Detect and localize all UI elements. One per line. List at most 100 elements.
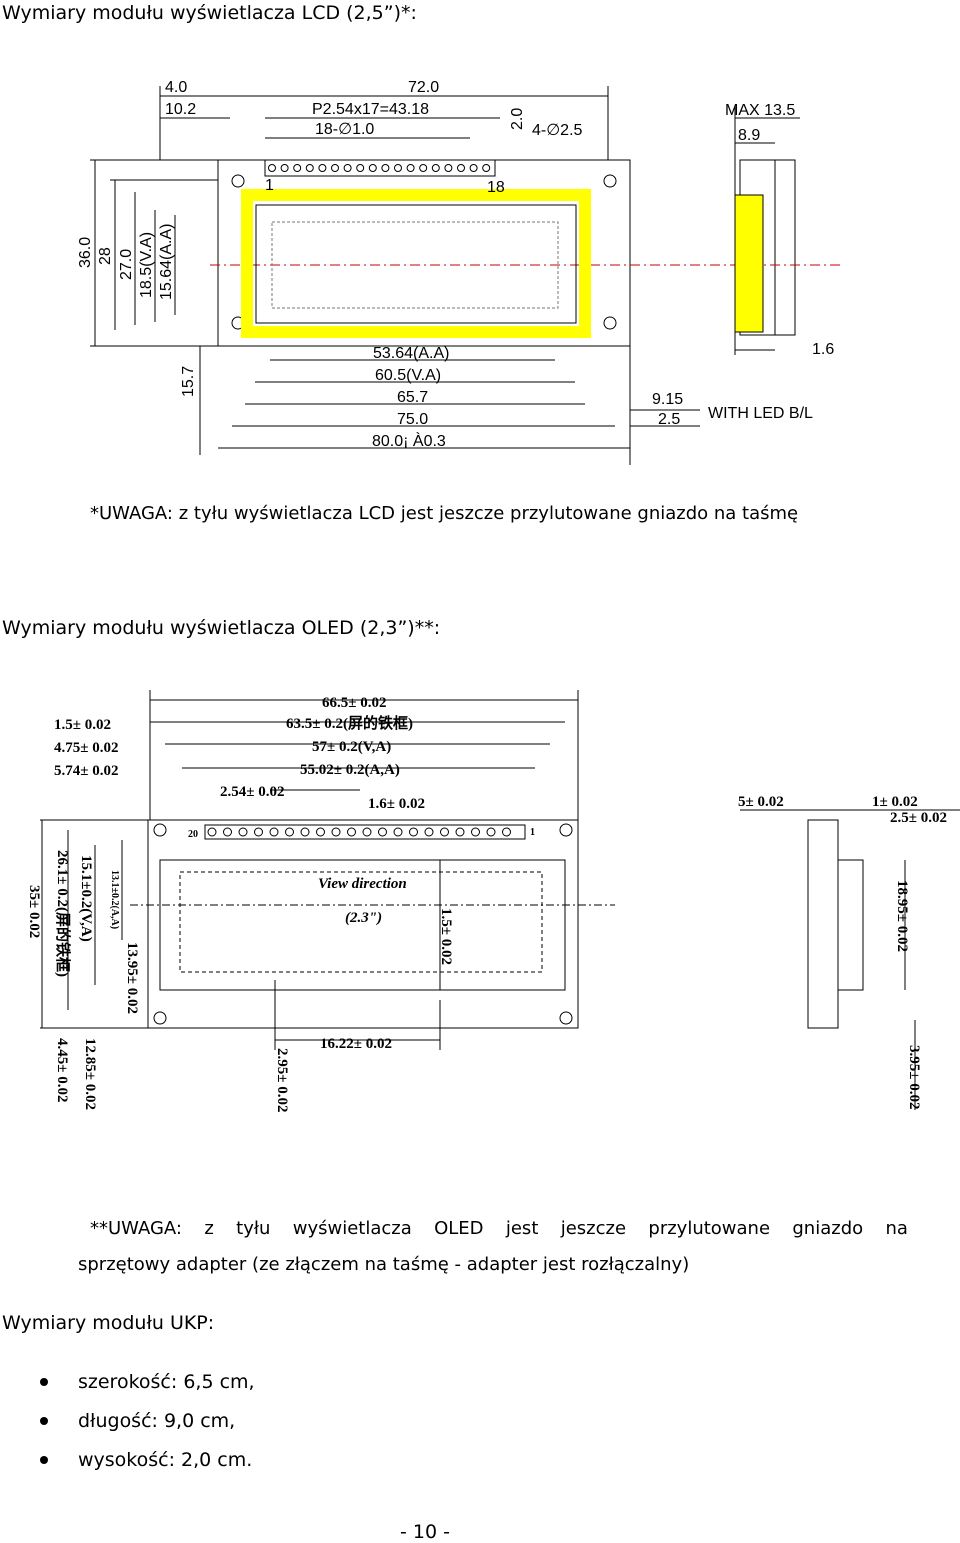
lcd-note: *UWAGA: z tyłu wyświetlacza LCD jest jes…	[90, 503, 799, 524]
oled-dim-26-1: 26.1± 0.2(屏的铁框)	[54, 850, 72, 977]
lcd-pin	[482, 164, 491, 172]
oled-pin	[455, 827, 465, 837]
lcd-bezel-frame	[241, 189, 591, 338]
oled-note-word: na	[885, 1218, 908, 1239]
oled-pin	[440, 827, 449, 837]
oled-dim-2-54: 2.54± 0.02	[220, 784, 284, 800]
lcd-dim-10-2: 10.2	[165, 101, 196, 118]
lcd-pin	[280, 164, 289, 172]
lcd-pin	[406, 164, 415, 172]
oled-dim-57: 57± 0.2(V,A)	[312, 739, 391, 755]
oled-note-word: OLED	[434, 1218, 484, 1239]
oled-dimension-drawing: 66.5± 0.02 1.5± 0.02 63.5± 0.2(屏的铁框) 4.7…	[26, 690, 960, 1112]
oled-dim-16-22: 16.22± 0.02	[320, 1036, 392, 1052]
oled-view-direction: View direction	[318, 876, 407, 892]
list-item: wysokość: 2,0 cm.	[40, 1446, 255, 1485]
lcd-pin-1: 1	[265, 177, 274, 194]
oled-side-profile	[807, 819, 839, 1029]
oled-dim-63-5: 63.5± 0.2(屏的铁框)	[286, 714, 413, 732]
lcd-heading: Wymiary modułu wyświetlacza LCD (2,5”)*:	[2, 2, 417, 24]
oled-dim-4-45: 4.45± 0.02	[54, 1038, 70, 1102]
oled-glass	[159, 859, 566, 991]
oled-pin	[254, 827, 263, 837]
list-item: długość: 9,0 cm,	[40, 1407, 255, 1446]
lcd-pin	[318, 164, 327, 172]
oled-pin	[471, 827, 480, 837]
lcd-pin	[331, 164, 339, 172]
oled-dim-55-02: 55.02± 0.2(A,A)	[300, 762, 400, 778]
oled-pin	[316, 827, 325, 837]
oled-note-word: jest	[505, 1218, 539, 1239]
lcd-dim-53-64: 53.64(A.A)	[373, 345, 449, 362]
page-number: - 10 -	[400, 1521, 450, 1543]
ukp-spec-list: szerokość: 6,5 cm, długość: 9,0 cm, wyso…	[40, 1368, 255, 1485]
lcd-dim-holes18: 18-∅1.0	[315, 121, 374, 138]
oled-dim-35: 35± 0.02	[26, 885, 42, 938]
lcd-pin-18: 18	[487, 179, 505, 196]
lcd-pin	[431, 164, 440, 172]
lcd-pin	[305, 164, 314, 172]
oled-dim-13-95: 13.95± 0.02	[124, 942, 140, 1014]
oled-dim-1-5v: 1.5± 0.02	[438, 908, 454, 965]
spec-text: długość: 9,0 cm,	[78, 1410, 236, 1432]
oled-pin-row	[204, 824, 526, 840]
oled-dim-1-6: 1.6± 0.02	[368, 796, 425, 812]
oled-mount-hole	[153, 1011, 167, 1025]
lcd-pin	[368, 164, 377, 172]
ukp-heading: Wymiary modułu UKP:	[2, 1312, 215, 1334]
oled-pin	[207, 827, 217, 837]
lcd-dim-28: 28	[97, 247, 114, 265]
lcd-led-label: WITH LED B/L	[708, 405, 813, 422]
oled-pin	[269, 827, 279, 837]
lcd-dim-72-0: 72.0	[408, 79, 439, 96]
lcd-view-area	[271, 221, 559, 309]
lcd-mount-hole	[231, 174, 245, 188]
oled-pcb-outline	[147, 819, 579, 1029]
lcd-pin	[343, 164, 352, 172]
oled-note-word: wyświetlacza	[292, 1218, 412, 1239]
oled-note-word: tyłu	[236, 1218, 271, 1239]
oled-dim-2-5: 2.5± 0.02	[890, 810, 947, 826]
oled-note-word: przylutowane	[648, 1218, 771, 1239]
oled-dim-5: 5± 0.02	[738, 794, 784, 810]
lcd-pin-row	[264, 159, 496, 177]
lcd-dim-max: MAX 13.5	[725, 102, 795, 119]
oled-pin	[378, 827, 387, 837]
oled-pin	[285, 827, 294, 837]
oled-dim-15-1: 15.1±0.2(V,A)	[78, 855, 94, 942]
lcd-dim-80: 80.0¡ À0.3	[372, 431, 446, 450]
lcd-pcb-outline	[217, 159, 631, 347]
lcd-dim-4-0: 4.0	[165, 79, 187, 96]
oled-pin-1: 1	[530, 827, 535, 838]
oled-dim-4-75: 4.75± 0.02	[54, 740, 118, 756]
oled-dim-3-95: 3.95± 0.02	[906, 1045, 922, 1109]
oled-pin	[393, 827, 403, 837]
oled-note-line1: **UWAGA: z tyłu wyświetlacza OLED jest j…	[90, 1218, 908, 1239]
bullet-icon	[40, 1417, 48, 1425]
oled-pin	[347, 827, 356, 837]
oled-mount-hole	[559, 823, 573, 837]
lcd-dim-1-6: 1.6	[812, 341, 834, 358]
oled-note-line2: sprzętowy adapter (ze złączem na taśmę -…	[78, 1254, 690, 1275]
oled-dim-18-95: 18.95± 0.02	[894, 880, 910, 952]
lcd-dim-75: 75.0	[397, 411, 428, 428]
lcd-dim-18-5: 18.5(V.A)	[138, 232, 155, 298]
oled-dim-66-5: 66.5± 0.02	[322, 695, 386, 711]
bullet-icon	[40, 1378, 48, 1386]
lcd-dim-60-5: 60.5(V.A)	[375, 367, 441, 384]
lcd-bezel-inner	[255, 204, 577, 324]
lcd-dim-8-9: 8.9	[738, 127, 760, 144]
lcd-dim-9-15: 9.15	[652, 391, 683, 408]
spec-text: wysokość: 2,0 cm.	[78, 1449, 253, 1471]
lcd-dim-15-7: 15.7	[180, 366, 197, 397]
list-item: szerokość: 6,5 cm,	[40, 1368, 255, 1407]
oled-dim-1: 1± 0.02	[872, 794, 918, 810]
oled-dim-12-85: 12.85± 0.02	[82, 1038, 98, 1110]
oled-pin	[424, 827, 434, 837]
oled-pin	[362, 827, 372, 837]
lcd-dim-2-5: 2.5	[658, 411, 680, 428]
oled-heading: Wymiary modułu wyświetlacza OLED (2,3”)*…	[2, 617, 441, 639]
lcd-dimension-drawing: 4.0 10.2 72.0 P2.54x17=43.18 18-∅1.0 4-∅…	[77, 79, 840, 465]
oled-note-word: **UWAGA:	[90, 1218, 182, 1239]
lcd-pin	[419, 164, 428, 172]
